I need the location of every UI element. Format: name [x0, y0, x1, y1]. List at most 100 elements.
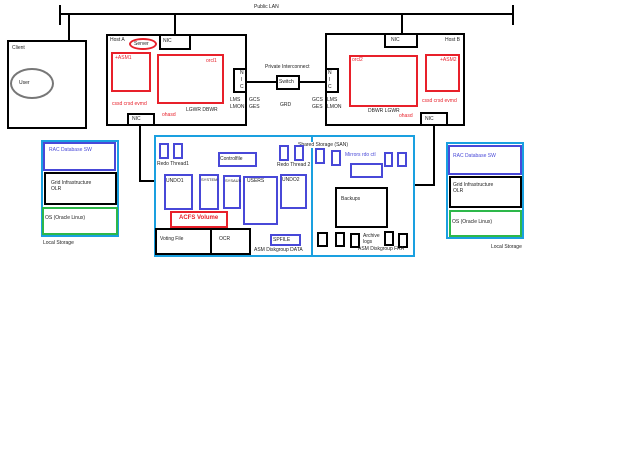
undo2-label: UNDO2	[282, 177, 300, 183]
user-ellipse	[10, 68, 54, 99]
users-box	[243, 176, 278, 225]
rac-sw-label: RAC Database SW	[49, 147, 92, 153]
asm1-box	[111, 52, 151, 92]
grid-box	[449, 176, 522, 208]
os-label: OS (Oracle Linux)	[45, 215, 86, 221]
interconnect-label: Private Interconnect	[265, 64, 310, 70]
nic-letter: N	[328, 70, 332, 76]
mirror-redo-b	[331, 150, 341, 166]
controlfile-box	[218, 152, 257, 167]
grid-label: Grid Infrastructure	[51, 180, 92, 186]
host-b-storage-link	[433, 126, 435, 186]
server-label: Server	[134, 41, 149, 47]
undo1-label: UNDO1	[166, 178, 184, 184]
archive-log-4	[384, 231, 394, 246]
os-box	[449, 210, 522, 237]
sysaux-label: SYSAUX	[225, 178, 242, 183]
backups-label: Backups	[341, 196, 361, 202]
user-label: User	[19, 80, 30, 86]
public-lan-label: Public LAN	[254, 4, 279, 10]
nic-letter: C	[328, 84, 332, 90]
storage-divider	[311, 135, 313, 257]
ocr-label: OCR	[219, 236, 231, 242]
archive-log-3	[350, 233, 360, 248]
lms-label: LMS	[327, 97, 338, 103]
orcl1-box	[157, 54, 224, 104]
rac-sw-label: RAC Database SW	[453, 153, 496, 159]
host-a-bg-processes: LGWR DBWR	[186, 107, 218, 113]
host-b-nic-top	[384, 33, 418, 48]
lmon-label: LMON	[230, 104, 245, 110]
gcs-label: GCS	[312, 97, 323, 103]
shared-storage-label: Shared Storage (SAN)	[298, 142, 349, 148]
shared-storage-box	[154, 135, 415, 257]
host-a-nic-top	[159, 34, 191, 50]
host-b-nic-bottom	[420, 112, 448, 126]
rac-sw-box	[43, 142, 116, 171]
archive-log-2	[335, 232, 345, 247]
orcl2-label: orcl2	[352, 57, 363, 63]
lan-end-right	[512, 5, 514, 25]
users-label: USERS	[247, 178, 265, 184]
mirror-redo-a	[315, 148, 325, 164]
voting-file-label: Voting File	[160, 236, 184, 242]
local-storage-left	[41, 140, 119, 237]
host-b-ohasd: ohasd	[399, 113, 413, 119]
lan-end-left	[59, 5, 61, 25]
archive-log-1	[317, 232, 328, 247]
nic-label: NIC	[132, 116, 141, 122]
local-storage-label: Local Storage	[43, 240, 74, 246]
host-b-daemons: cssd crsd evmd	[422, 98, 457, 104]
controlfile-label: Controlfile	[220, 156, 243, 162]
redo-thread2-label: Redo Thread 2	[277, 162, 311, 168]
asm2-box	[425, 54, 460, 92]
nic-label: NIC	[163, 38, 172, 44]
host-b-storage-link-h	[413, 184, 435, 186]
undo1-box	[164, 174, 193, 210]
client-box	[7, 40, 87, 129]
ocr-box	[210, 228, 251, 255]
lmon-label: LMON	[327, 104, 342, 110]
host-a-storage-link	[139, 126, 141, 182]
local-storage-label: Local Storage	[491, 244, 522, 250]
olr-label: OLR	[453, 188, 464, 194]
backups-box	[335, 187, 388, 228]
host-a-drop	[174, 14, 176, 35]
redo-log-1a	[159, 143, 169, 159]
host-b-label: Host B	[445, 37, 461, 43]
nic-label: NIC	[391, 37, 400, 43]
redo-log-1b	[173, 143, 183, 159]
os-box	[42, 207, 118, 235]
undo2-box	[280, 174, 307, 209]
host-a-storage-link-h	[139, 180, 155, 182]
client-label: Client	[12, 45, 25, 51]
os-label: OS (Oracle Linux)	[452, 219, 493, 225]
archive-log-5	[398, 233, 408, 248]
logs-label: logs	[363, 239, 373, 245]
host-b-nic-side	[325, 68, 339, 93]
asm-diskgroup-data-label: ASM Diskgroup DATA	[254, 247, 303, 253]
local-storage-right	[446, 142, 524, 239]
host-a-daemons: cssd crsd evmd	[112, 101, 147, 107]
grid-box	[44, 172, 117, 205]
sysaux-box	[223, 175, 241, 209]
host-b-drop	[401, 14, 403, 34]
grd-label: GRD	[280, 102, 292, 108]
host-a-label: Host A	[110, 37, 125, 43]
switch-label: Switch	[279, 79, 294, 85]
mirror-controlfile	[350, 163, 383, 178]
nic-letter: N	[240, 70, 244, 76]
orcl1-label: orcl1	[206, 58, 217, 64]
archive-label: Archive	[363, 233, 380, 239]
host-a-ohasd: ohasd	[162, 112, 176, 118]
client-drop	[68, 14, 70, 41]
grid-label: Grid Infrastructure	[453, 182, 494, 188]
redo-log-2a	[279, 145, 289, 161]
public-lan-line	[60, 13, 514, 15]
redo-log-2b	[294, 145, 304, 161]
gcs-label: GCS	[249, 97, 260, 103]
nic-letter: I	[241, 77, 243, 83]
rac-sw-box	[448, 145, 522, 175]
host-a-nic-side	[233, 68, 247, 93]
olr-label: OLR	[51, 186, 62, 192]
